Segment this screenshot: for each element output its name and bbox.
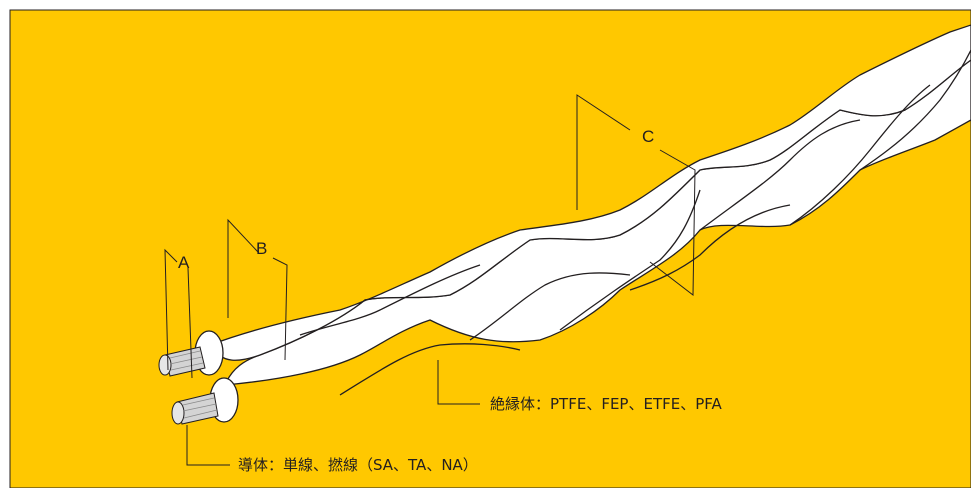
label-c: C <box>642 127 654 146</box>
leader-lines <box>164 94 696 466</box>
label-b: B <box>256 239 267 258</box>
conductor-label: 導体：単線、撚線（SA、TA、NA） <box>238 456 478 474</box>
twist-lines <box>299 49 971 396</box>
label-a: A <box>178 253 190 272</box>
lower-conductor <box>171 392 219 425</box>
insulation-label: 絶縁体：PTFE、FEP、ETFE、PFA <box>490 395 723 413</box>
